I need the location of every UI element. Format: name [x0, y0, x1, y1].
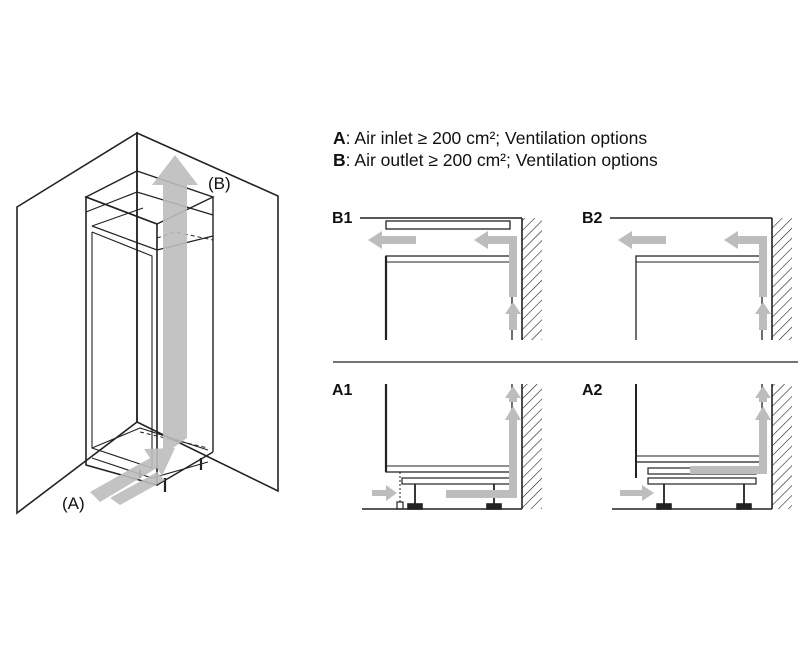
airflow-arrows-isometric — [90, 155, 198, 505]
b2-up-arrow-icon — [755, 302, 771, 330]
panel-a2 — [612, 384, 792, 510]
a1-floor-arrow-icon — [446, 406, 521, 498]
cabinet-front — [85, 195, 158, 487]
niche-isometric-view — [16, 131, 279, 515]
label-b1: B1 — [332, 210, 353, 227]
b1-outlet-arrow-icon — [368, 231, 416, 249]
a2-inlet-arrow-icon — [620, 485, 654, 501]
outlet-label: (B) — [208, 174, 231, 193]
upward-arrow-icon — [152, 155, 198, 455]
inlet-arrow-icon — [90, 448, 175, 502]
cabinet-top — [84, 170, 215, 225]
legend-b: B: Air outlet ≥ 200 cm²; Ventilation opt… — [333, 150, 658, 170]
airflow-arrows-sections — [368, 231, 771, 501]
legend: A: Air inlet ≥ 200 cm²; Ventilation opti… — [333, 127, 658, 171]
right-wall — [136, 131, 279, 493]
a2-turn-arrow-icon — [690, 406, 771, 474]
a1-inlet-arrow-icon — [372, 485, 397, 501]
b2-turn-arrow-icon — [724, 231, 767, 297]
legend-a: A: Air inlet ≥ 200 cm²; Ventilation opti… — [333, 128, 648, 148]
b1-up-arrow-icon — [505, 302, 521, 330]
panel-b2 — [610, 217, 792, 340]
label-b2: B2 — [582, 210, 603, 227]
a1-up-arrow-icon — [505, 386, 521, 402]
label-a1: A1 — [332, 382, 353, 399]
a2-up-arrow-icon — [755, 386, 771, 402]
label-a2: A2 — [582, 382, 603, 399]
inlet-label: (A) — [62, 494, 85, 513]
left-wall — [16, 131, 138, 515]
b1-turn-arrow-icon — [474, 231, 517, 297]
panel-b1 — [360, 217, 542, 340]
panel-a1 — [362, 384, 542, 510]
b2-outlet-arrow-icon — [618, 231, 666, 249]
section-views — [333, 217, 798, 510]
